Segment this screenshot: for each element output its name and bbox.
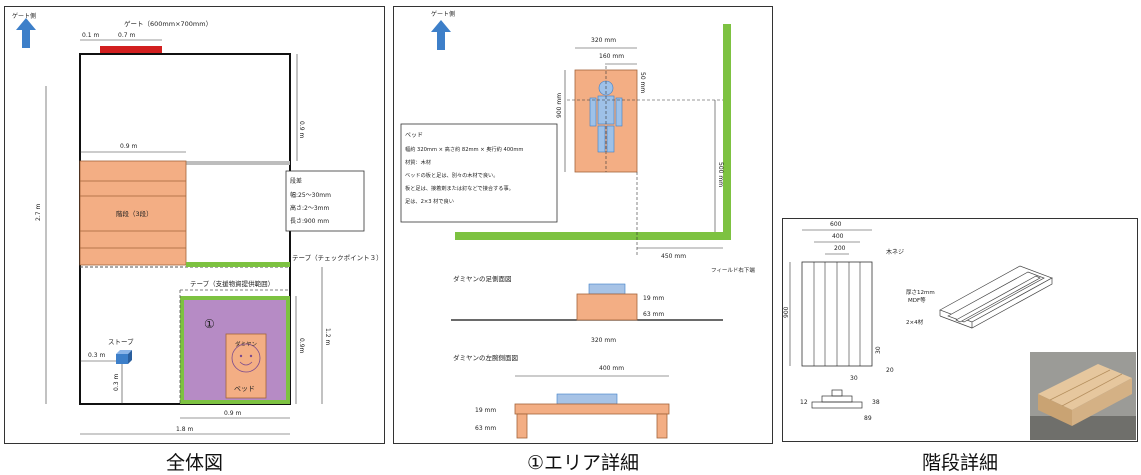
caption-overall: 全体図	[165, 452, 223, 474]
stairs-photo	[1030, 352, 1136, 440]
bed	[225, 333, 267, 399]
dim-320b: 320 mm	[591, 337, 616, 344]
dim-200: 200	[834, 245, 846, 252]
dim-400: 400 mm	[599, 365, 624, 372]
dim-0-9m: 0.9m	[298, 338, 305, 354]
bed-spec-line5: 足は、2×3 材で良い	[405, 197, 454, 205]
bed-spec-line1: 幅約 320mm × 高さ約 82mm × 奥行約 400mm	[405, 145, 523, 153]
stove-icon	[116, 350, 132, 364]
foot-view-title: ダミヤンの足側面図	[453, 274, 512, 283]
dim-600: 600	[830, 221, 842, 228]
person-icon	[589, 80, 623, 153]
dummy-side-view	[556, 393, 618, 405]
mdf-label-1: 厚さ12mm	[906, 289, 935, 296]
dim-20: 20	[886, 367, 894, 374]
lumber-label: 2×4材	[906, 318, 924, 326]
dim-0-7: 0.7 m	[118, 32, 135, 39]
step-box-length: 長さ:900 mm	[290, 218, 329, 225]
overall-diagram: ゲート側 ゲート（600mm×700mm） 0.1 m 0.7 m 0.9 m …	[4, 6, 385, 444]
area-1-marker: ①	[204, 317, 215, 331]
dim-1-2: 1.2 m	[324, 328, 331, 345]
dim-12: 12	[800, 399, 808, 406]
area1-diagram-panel: ゲート側 フィールド右下端 320 mm 160 mm 50 mm 900 mm…	[393, 6, 773, 444]
field-right-edge	[723, 24, 731, 240]
gate	[100, 46, 162, 54]
dim-0-1: 0.1 m	[82, 32, 99, 39]
dim-50: 50 mm	[639, 72, 646, 93]
dim-1-8: 1.8 m	[176, 426, 193, 433]
dim-900: 900 mm	[556, 93, 563, 118]
dim-450: 450 mm	[661, 253, 686, 260]
bed-spec-line4: 板と足は、接着剤または釘などで接合する事。	[405, 184, 514, 192]
bed-spec-title: ベッド	[405, 132, 423, 139]
dummy-foot-view	[588, 283, 626, 295]
smiley-dummy-icon	[231, 343, 261, 373]
bed-spec-box	[400, 123, 558, 223]
stairs-isometric	[939, 265, 1053, 329]
tape-rescue-label: テープ（支援物資提供範囲）	[190, 279, 274, 288]
caption-area1: ①エリア詳細	[526, 452, 640, 474]
bed-foot-view	[576, 293, 638, 321]
dim-2-7: 2.7 m	[35, 204, 42, 221]
gate-label: ゲート（600mm×700mm）	[124, 19, 212, 28]
arrow-up-icon	[431, 20, 451, 50]
area1-diagram: ゲート側 フィールド右下端 320 mm 160 mm 50 mm 900 mm…	[393, 6, 773, 444]
step-box-width: 幅:25～30mm	[290, 191, 331, 199]
dim-0-3-horizontal: 0.3 m	[88, 352, 105, 359]
dummy-name: ダミヤン	[235, 340, 258, 348]
bed-leg-right	[656, 413, 668, 439]
dim-19b: 19 mm	[475, 407, 496, 414]
tape-cp3-label: テープ（チェックポイント３）	[292, 254, 383, 262]
stairs-diagram: 600 400 200 木ネジ 900 30 20 30 12 38 89 厚さ…	[782, 218, 1138, 442]
dim-0-3-vertical: 0.3 m	[113, 374, 120, 391]
dim-500: 500 mm	[717, 162, 724, 187]
tape-checkpoint-3	[186, 262, 290, 267]
gate-side-label: ゲート側	[12, 12, 36, 20]
step-box-height: 高さ:2～3mm	[290, 204, 330, 212]
dim-30b: 30	[850, 375, 858, 382]
bed-spec-line2: 材質：木材	[405, 158, 431, 166]
step-box-title: 段差	[290, 177, 302, 185]
step-strip	[186, 161, 290, 165]
overall-diagram-panel: ゲート側 ゲート（600mm×700mm） 0.1 m 0.7 m 0.9 m …	[4, 6, 385, 444]
stove-label: ストーブ	[108, 337, 134, 346]
stairs-diagram-panel: 600 400 200 木ネジ 900 30 20 30 12 38 89 厚さ…	[782, 218, 1138, 442]
stairs-label: 階段（3段）	[116, 209, 153, 218]
dim-38: 38	[872, 399, 880, 406]
dim-900: 900	[783, 306, 790, 318]
dim-19: 19 mm	[643, 295, 664, 302]
gate-side-label: ゲート側	[431, 10, 455, 18]
mdf-label-2: MDF等	[908, 296, 926, 304]
dim-0-9-bottom: 0.9 m	[224, 410, 241, 417]
dim-320: 320 mm	[591, 37, 616, 44]
step-info-box	[285, 170, 365, 232]
dim-30: 30	[875, 346, 882, 354]
bed-leg-left	[516, 413, 528, 439]
bed-side-board	[514, 403, 670, 415]
bed-label: ベッド	[234, 385, 255, 393]
dim-400: 400	[832, 233, 844, 240]
bed-spec-line3: ベッドの板と足は、別々の木材で良い。	[405, 171, 498, 179]
arrow-up-icon	[16, 18, 36, 48]
dim-63b: 63 mm	[475, 425, 496, 432]
dim-89: 89	[864, 415, 872, 422]
left-view-title: ダミヤンの左腕側面図	[453, 353, 518, 362]
field-corner-label: フィールド右下端	[711, 266, 755, 274]
dim-0-9-top: 0.9 m	[120, 143, 137, 150]
field-bottom-edge	[455, 232, 731, 240]
caption-stairs: 階段詳細	[921, 452, 998, 474]
dim-63: 63 mm	[643, 311, 664, 318]
dim-160: 160 mm	[599, 53, 624, 60]
wood-screw-label: 木ネジ	[886, 248, 904, 256]
dim-0-9-right: 0.9 m	[298, 121, 305, 138]
